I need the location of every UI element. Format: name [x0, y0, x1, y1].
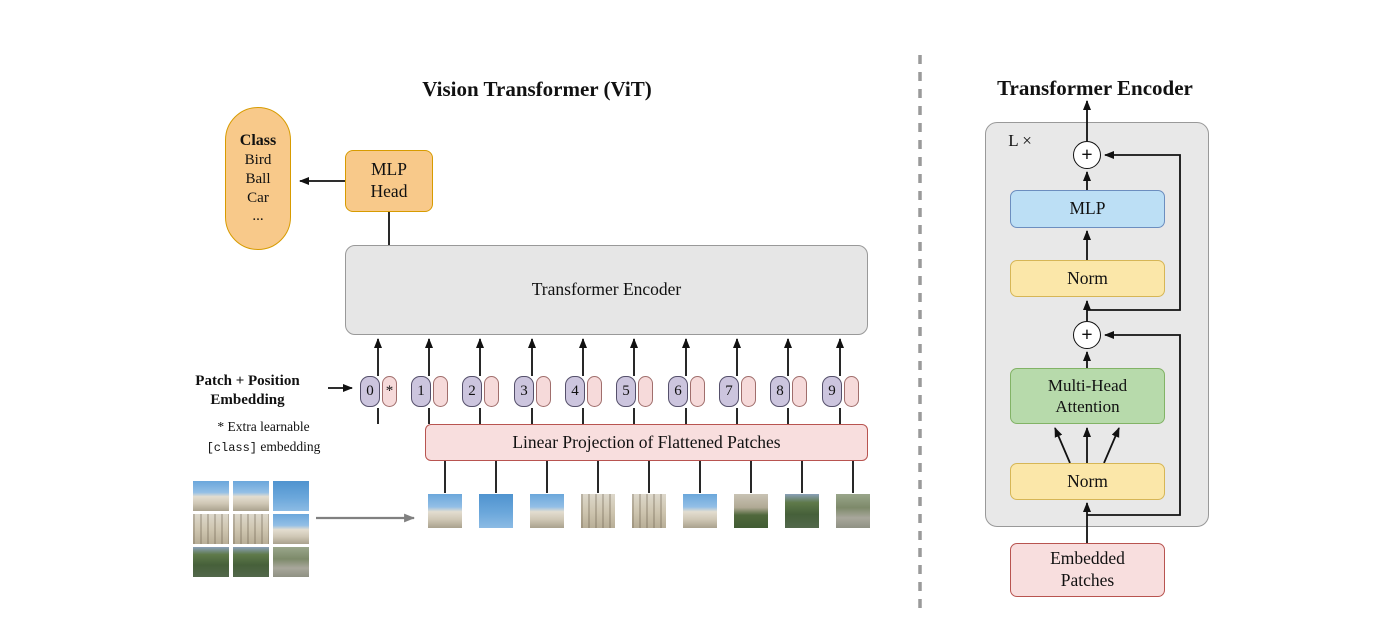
- grid-patch: [193, 514, 229, 544]
- token-to-encoder-arrows: [374, 338, 844, 376]
- image-patch: [836, 494, 870, 528]
- image-patch: [581, 494, 615, 528]
- grid-patch: [233, 547, 269, 577]
- multi-head-attention-box: Multi-Head Attention: [1010, 368, 1165, 424]
- position-embedding: 1: [411, 376, 431, 407]
- position-embedding: 3: [514, 376, 534, 407]
- position-embedding: 9: [822, 376, 842, 407]
- image-patch: [632, 494, 666, 528]
- grid-patch: [193, 547, 229, 577]
- patch-embedding: [484, 376, 499, 407]
- add-circle-bottom: +: [1073, 321, 1101, 349]
- patch-embedding: [638, 376, 653, 407]
- token-2: 2: [462, 376, 499, 407]
- projection-to-token-lines: [377, 408, 841, 424]
- patch-position-label: Patch + Position Embedding: [195, 372, 300, 409]
- token-1: 1: [411, 376, 448, 407]
- encoder-title: Transformer Encoder: [997, 75, 1193, 100]
- position-embedding: 7: [719, 376, 739, 407]
- grid-patch: [273, 547, 309, 577]
- patch-embedding: [433, 376, 448, 407]
- patch-embedding: [536, 376, 551, 407]
- mlp-head-box: MLP Head: [345, 150, 433, 212]
- class-pill-item: Ball: [245, 170, 271, 187]
- norm-box-upper: Norm: [1010, 260, 1165, 297]
- note-class-token: [class]: [206, 440, 258, 455]
- class-embedding-note: * Extra learnable [class] embedding: [186, 417, 341, 457]
- vit-title: Vision Transformer (ViT): [422, 76, 652, 101]
- position-embedding: 4: [565, 376, 585, 407]
- patch-embedding: [690, 376, 705, 407]
- image-patch: [428, 494, 462, 528]
- class-pill-ellipsis: ...: [252, 208, 264, 225]
- grid-patch: [193, 481, 229, 511]
- grid-patch: [233, 514, 269, 544]
- position-embedding: 8: [770, 376, 790, 407]
- position-embedding: 2: [462, 376, 482, 407]
- grid-patch: [273, 481, 309, 511]
- token-5: 5: [616, 376, 653, 407]
- loop-count-label: L ×: [1008, 131, 1032, 151]
- token-9: 9: [822, 376, 859, 407]
- add-circle-top: +: [1073, 141, 1101, 169]
- position-embedding: 6: [668, 376, 688, 407]
- patch-embedding: [844, 376, 859, 407]
- patch-grid: [193, 481, 309, 577]
- patch-embedding: [741, 376, 756, 407]
- patch-embedding: [792, 376, 807, 407]
- note-rest: embedding: [257, 438, 321, 454]
- class-pill-item: Bird: [244, 152, 272, 168]
- class-patch-embedding: *: [382, 376, 397, 407]
- image-patch: [683, 494, 717, 528]
- position-embedding: 0: [360, 376, 380, 407]
- patch-to-projection-lines: [444, 461, 854, 493]
- class-pill-item: Car: [247, 189, 269, 206]
- token-8: 8: [770, 376, 807, 407]
- token-0: 0 *: [360, 376, 397, 407]
- transformer-encoder-box: Transformer Encoder: [345, 245, 868, 335]
- token-6: 6: [668, 376, 705, 407]
- image-patch: [530, 494, 564, 528]
- image-patch: [785, 494, 819, 528]
- token-7: 7: [719, 376, 756, 407]
- image-patch: [479, 494, 513, 528]
- grid-patch: [273, 514, 309, 544]
- token-3: 3: [514, 376, 551, 407]
- note-line1: * Extra learnable: [217, 419, 310, 434]
- mlp-box: MLP: [1010, 190, 1165, 228]
- image-patch: [734, 494, 768, 528]
- norm-box-lower: Norm: [1010, 463, 1165, 500]
- grid-patch: [233, 481, 269, 511]
- embedded-patches-box: Embedded Patches: [1010, 543, 1165, 597]
- token-4: 4: [565, 376, 602, 407]
- patch-embedding: [587, 376, 602, 407]
- class-pill-header: Class: [239, 132, 277, 149]
- class-output-pill: Class Bird Ball Car ...: [225, 107, 291, 250]
- position-embedding: 5: [616, 376, 636, 407]
- linear-projection-box: Linear Projection of Flattened Patches: [425, 424, 868, 461]
